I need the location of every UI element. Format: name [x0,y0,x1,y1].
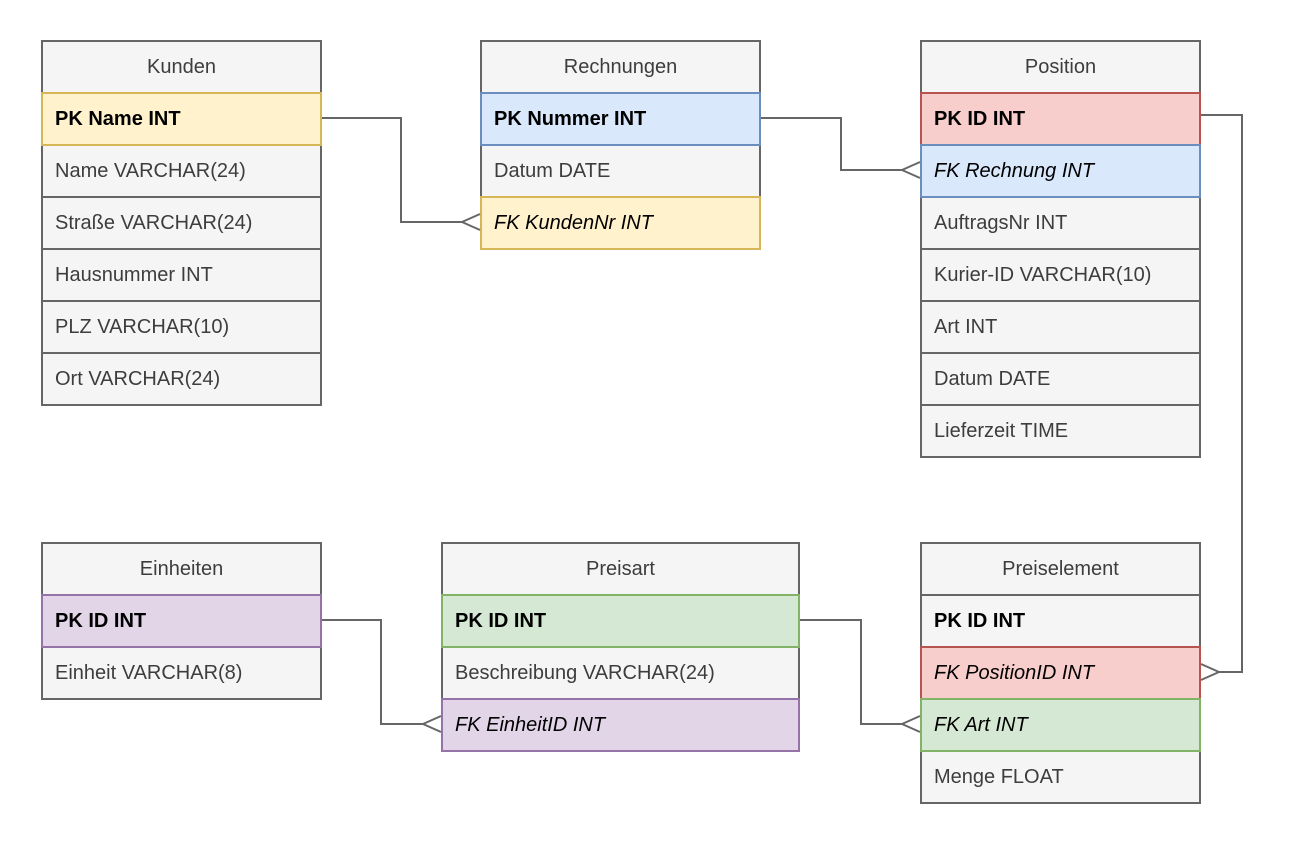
field-row-rechnungen-datum-date: Datum DATE [480,144,761,198]
crow-foot-many-icon [1200,671,1220,681]
field-row-rechnungen-fk-kundennr-int: FK KundenNr INT [480,196,761,250]
field-row-rechnungen-pk-nummer-int: PK Nummer INT [480,92,761,146]
entity-title-kunden: Kunden [41,40,322,94]
relationship-line [800,619,902,725]
field-row-preisart-fk-einheitid-int: FK EinheitID INT [441,698,800,752]
entity-title-rechnungen: Rechnungen [480,40,761,94]
entity-title-preisart: Preisart [441,542,800,596]
field-row-preiselement-pk-id-int: PK ID INT [920,594,1201,648]
field-row-preisart-pk-id-int: PK ID INT [441,594,800,648]
field-row-position-auftragsnr-int: AuftragsNr INT [920,196,1201,250]
field-row-einheiten-einheit-varchar-8: Einheit VARCHAR(8) [41,646,322,700]
field-row-kunden-ort-varchar-24: Ort VARCHAR(24) [41,352,322,406]
crow-foot-many-icon [1200,663,1220,673]
crow-foot-many-icon [901,169,921,179]
entity-title-position: Position [920,40,1201,94]
field-row-preiselement-fk-positionid-int: FK PositionID INT [920,646,1201,700]
field-row-position-kurier-id-varchar-10: Kurier-ID VARCHAR(10) [920,248,1201,302]
relationship-line [322,117,462,223]
relationship-line [761,117,902,171]
relationship-line [322,619,423,725]
relationship-einheiten-preisart [322,619,442,733]
relationship-kunden-rechnungen [322,117,481,231]
relationship-position-preiselement [1200,114,1243,681]
entity-title-einheiten: Einheiten [41,542,322,596]
relationship-line [1201,114,1243,673]
crow-foot-many-icon [461,221,481,231]
field-row-einheiten-pk-id-int: PK ID INT [41,594,322,648]
crow-foot-many-icon [461,213,481,223]
crow-foot-many-icon [901,723,921,733]
entity-title-preiselement: Preiselement [920,542,1201,596]
field-row-preisart-beschreibung-varchar-24: Beschreibung VARCHAR(24) [441,646,800,700]
field-row-kunden-hausnummer-int: Hausnummer INT [41,248,322,302]
field-row-position-pk-id-int: PK ID INT [920,92,1201,146]
field-row-preiselement-menge-float: Menge FLOAT [920,750,1201,804]
field-row-kunden-name-varchar-24: Name VARCHAR(24) [41,144,322,198]
field-row-position-art-int: Art INT [920,300,1201,354]
crow-foot-many-icon [422,723,442,733]
field-row-position-lieferzeit-time: Lieferzeit TIME [920,404,1201,458]
field-row-preiselement-fk-art-int: FK Art INT [920,698,1201,752]
field-row-kunden-plz-varchar-10: PLZ VARCHAR(10) [41,300,322,354]
crow-foot-many-icon [422,715,442,725]
field-row-position-datum-date: Datum DATE [920,352,1201,406]
field-row-position-fk-rechnung-int: FK Rechnung INT [920,144,1201,198]
field-row-kunden-stra-e-varchar-24: Straße VARCHAR(24) [41,196,322,250]
relationship-rechnungen-position [761,117,921,179]
crow-foot-many-icon [901,715,921,725]
field-row-kunden-pk-name-int: PK Name INT [41,92,322,146]
relationship-preisart-preiselement [800,619,921,733]
crow-foot-many-icon [901,161,921,171]
